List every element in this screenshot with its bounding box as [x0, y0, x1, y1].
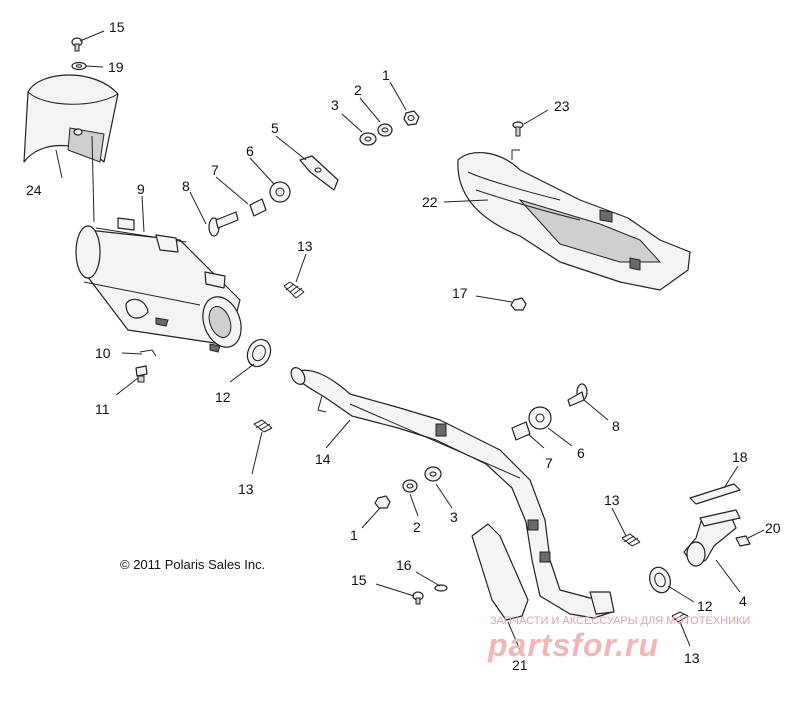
callout-9: 9: [137, 181, 145, 197]
callout-5: 5: [271, 120, 279, 136]
shield-plate-21: [471, 523, 529, 621]
callout-3-top: 3: [331, 97, 339, 113]
washer-2-top: [377, 123, 393, 137]
callout-15-bottom: 15: [351, 572, 367, 588]
spring-13-d: [671, 611, 689, 623]
bolt-8-top: [208, 211, 239, 237]
callout-6-top: 6: [246, 143, 254, 159]
washer-2-bottom: [402, 479, 418, 493]
nut-1-top: [403, 110, 420, 126]
watermark: ЗАПЧАСТИ И АКСЕССУАРЫ ДЛЯ МОТОТЕХНИКИ pa…: [487, 615, 750, 663]
heat-shield-sleeve: [23, 74, 119, 163]
grommet-6-top: [269, 181, 291, 203]
callout-2-bottom: 2: [413, 519, 421, 535]
callout-1-bottom: 1: [350, 527, 358, 543]
callout-21: 21: [512, 657, 528, 673]
spring-13-a: [283, 281, 305, 299]
callout-11: 11: [95, 401, 110, 417]
sleeve-7-bottom: [511, 421, 531, 441]
callout-8-top: 8: [182, 178, 190, 194]
callout-4: 4: [739, 593, 747, 609]
nut-17: [510, 297, 527, 311]
gasket-12-b: [649, 566, 671, 594]
callout-17: 17: [452, 285, 468, 301]
bolt-15-bottom: [412, 591, 424, 605]
callout-1-top: 1: [382, 67, 390, 83]
callout-labels: 15 19 24 9 8 7 6 5 3 2 1 23 22 17 13 10 …: [26, 19, 781, 673]
callout-14: 14: [315, 451, 331, 467]
callout-7-top: 7: [211, 162, 219, 178]
callout-18: 18: [732, 449, 748, 465]
bolt-8-bottom: [567, 383, 588, 407]
callout-13-b: 13: [238, 481, 254, 497]
callout-20: 20: [765, 520, 781, 536]
gasket-12-a: [246, 338, 272, 368]
callout-13-c: 13: [604, 492, 620, 508]
callout-8-bottom: 8: [612, 418, 620, 434]
watermark-tagline: ЗАПЧАСТИ И АКСЕССУАРЫ ДЛЯ МОТОТЕХНИКИ: [490, 615, 750, 627]
washer-19: [71, 61, 87, 71]
callout-3-bottom: 3: [450, 509, 458, 525]
copyright-notice: © 2011 Polaris Sales Inc.: [120, 557, 265, 572]
head-pipe-14: [290, 367, 615, 619]
exhaust-elbow-4: [683, 509, 741, 567]
callout-16: 16: [396, 557, 412, 573]
callout-10: 10: [95, 345, 111, 361]
callout-22: 22: [422, 194, 438, 210]
spring-13-c: [621, 533, 641, 547]
gasket-18: [689, 483, 741, 505]
washer-3-bottom: [424, 466, 442, 482]
sleeve-7-top: [249, 198, 267, 217]
screw-11: [135, 365, 148, 383]
nut-20: [735, 535, 751, 547]
callout-15-top: 15: [109, 19, 125, 35]
callout-13-d: 13: [684, 650, 700, 666]
spring-13-b: [253, 419, 273, 433]
bolt-23: [512, 121, 524, 137]
callout-24: 24: [26, 182, 42, 198]
callout-12-a: 12: [215, 389, 231, 405]
callout-2-top: 2: [354, 82, 362, 98]
callout-6-bottom: 6: [577, 445, 585, 461]
callout-7-bottom: 7: [545, 455, 553, 471]
heat-shield-22: [457, 149, 691, 291]
grommet-6-bottom: [528, 406, 552, 430]
washer-3-top: [359, 132, 377, 146]
clip-10: [139, 349, 157, 357]
callout-13-a: 13: [297, 238, 313, 254]
watermark-logo: partsfor.ru: [487, 627, 659, 663]
muffler: [75, 217, 242, 353]
callout-23: 23: [554, 98, 570, 114]
nut-1-bottom: [374, 495, 391, 509]
washer-16: [434, 584, 448, 592]
bracket-5: [299, 155, 339, 191]
callout-19: 19: [108, 59, 124, 75]
callout-12-b: 12: [697, 598, 713, 614]
bolt-15-top: [71, 37, 83, 52]
leader-lines: [55, 30, 765, 651]
